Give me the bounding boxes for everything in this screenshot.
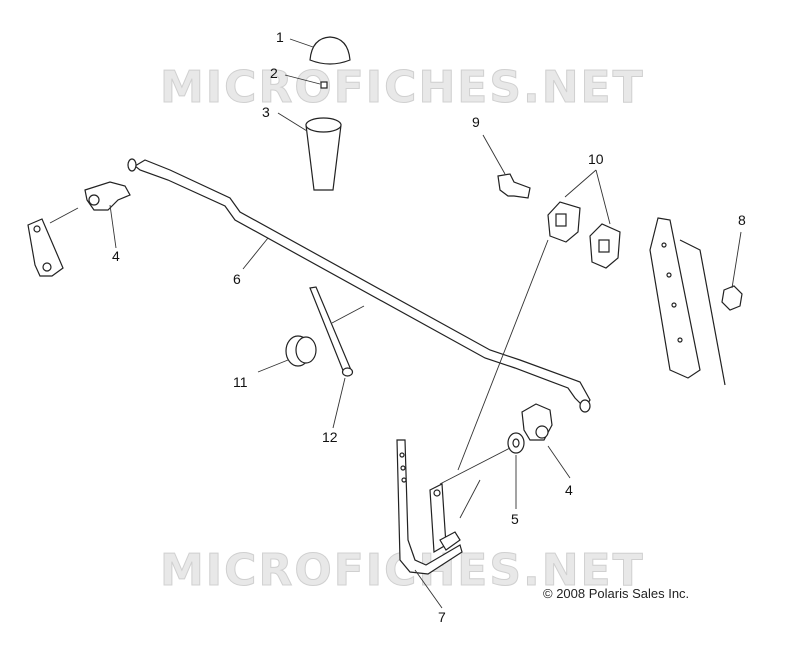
part-11-bushing (257, 335, 317, 373)
callout-4-right: 4 (565, 482, 573, 498)
part-8-nut (649, 217, 743, 386)
part-6-shift-rod (127, 158, 591, 413)
callout-2: 2 (270, 65, 278, 81)
part-1-knob (289, 36, 351, 65)
part-4-clip-left (27, 181, 131, 277)
part-7-lever (396, 239, 549, 609)
part-9-bolt (482, 134, 531, 199)
callout-1: 1 (276, 29, 284, 45)
callout-10: 10 (588, 151, 604, 167)
callout-8: 8 (738, 212, 746, 228)
callout-11: 11 (233, 374, 248, 390)
watermark-top: MICROFICHES.NET (160, 62, 645, 113)
part-10-dampers (547, 169, 621, 269)
callout-12: 12 (322, 429, 338, 445)
callout-4-left: 4 (112, 248, 120, 264)
callout-6: 6 (233, 271, 241, 287)
callout-3: 3 (262, 104, 270, 120)
callout-7: 7 (438, 609, 446, 625)
part-3-boot (277, 112, 342, 191)
copyright-notice: © 2008 Polaris Sales Inc. (543, 586, 690, 601)
part-12-pin (309, 286, 365, 429)
callout-5: 5 (511, 511, 519, 527)
part-5-washer (507, 432, 525, 509)
part-4-clip-right (521, 403, 571, 479)
part-2-screw (284, 74, 328, 89)
callout-9: 9 (472, 114, 480, 130)
